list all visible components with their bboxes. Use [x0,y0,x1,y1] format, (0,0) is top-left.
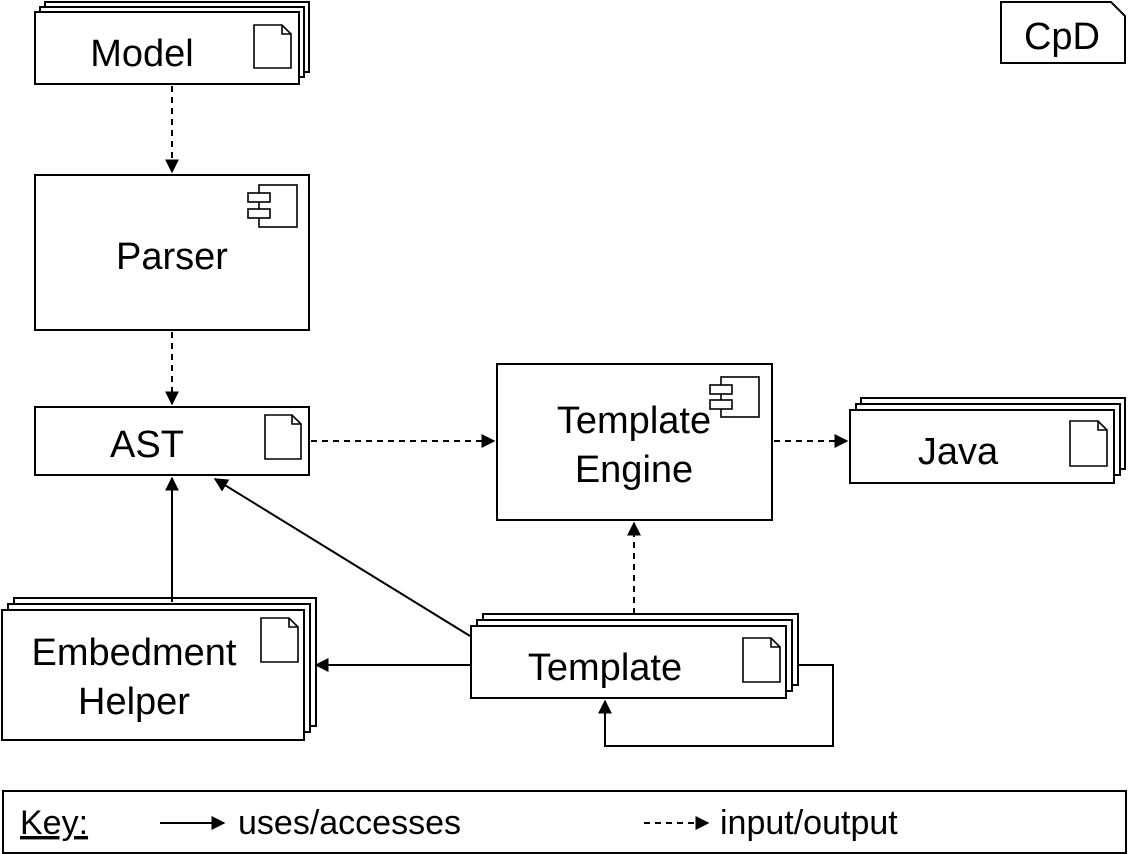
template-engine-label-line1: Template [557,400,711,442]
ast-node: AST [34,406,310,476]
component-icon [247,184,298,228]
document-icon [742,637,781,683]
cpd-tag: CpD [1000,1,1126,64]
component-icon [709,376,760,418]
document-icon [264,414,302,460]
edge-template-self [598,664,834,747]
document-icon [260,617,299,663]
cpd-tag-label: CpD [1024,16,1100,58]
template-node: Template [470,613,799,699]
java-node: Java [849,397,1126,484]
legend: Key: uses/accesses input/output [2,790,1127,854]
legend-solid-label: uses/accesses [238,804,461,842]
embedment-helper-node: Embedment Helper [1,597,317,741]
ast-label: AST [110,424,184,466]
template-engine-label-line2: Engine [575,449,693,491]
model-node: Model [34,1,310,85]
legend-title: Key: [20,804,88,842]
model-label: Model [90,33,194,75]
embedment-helper-label-line2: Helper [78,681,190,723]
edge-template-ast [213,478,471,637]
document-icon [1069,420,1108,467]
legend-dashed-label: input/output [720,804,898,842]
document-icon [253,24,292,69]
template-label: Template [528,647,682,689]
template-engine-node: Template Engine [496,363,773,521]
parser-node: Parser [34,174,310,331]
embedment-helper-label-line1: Embedment [32,632,237,674]
parser-label: Parser [116,236,228,278]
java-label: Java [918,431,999,473]
